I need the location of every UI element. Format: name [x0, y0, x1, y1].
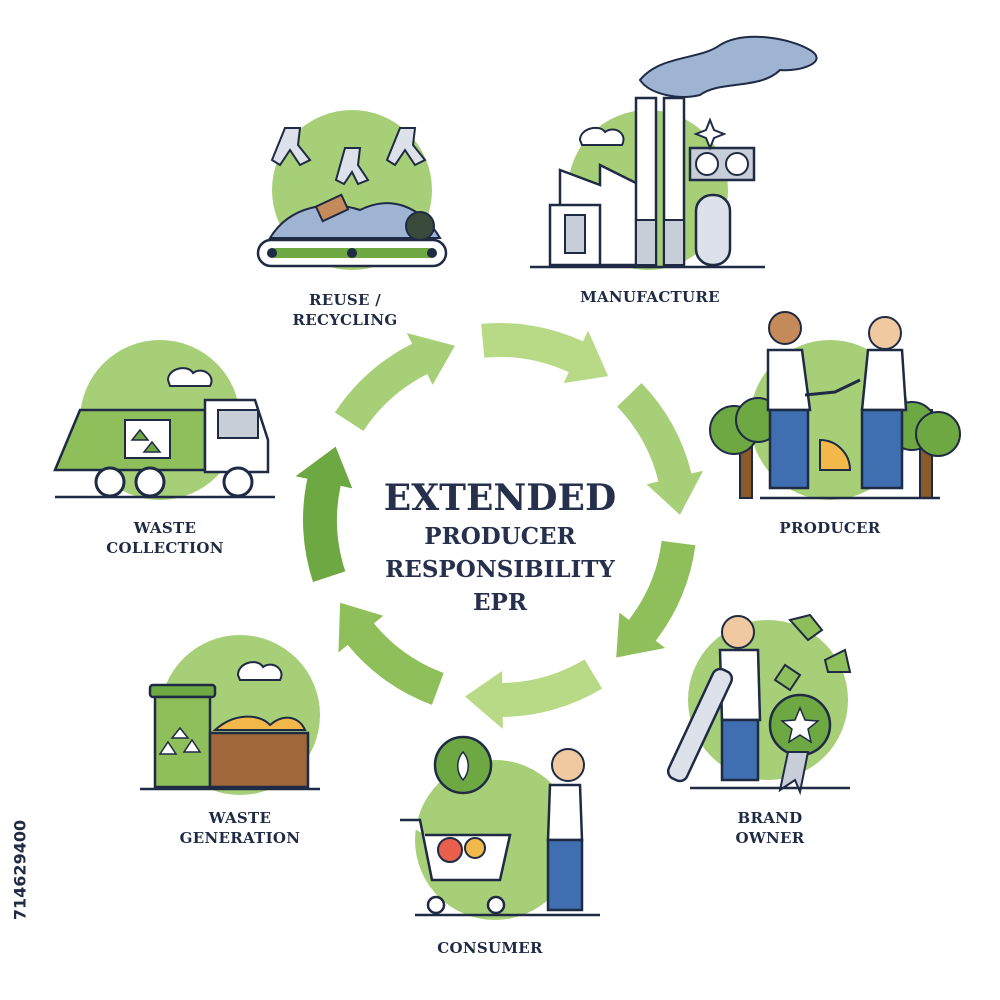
cycle-arrow — [295, 446, 353, 583]
cycle-arrow — [464, 659, 603, 729]
label-producer: PRODUCER — [740, 518, 920, 538]
label-reuse-recycling: REUSE / RECYCLING — [255, 290, 435, 330]
label-reuse-recycling-line1: REUSE / — [308, 291, 382, 309]
title-line-responsibility: RESPONSIBILITY — [385, 556, 615, 583]
label-manufacture: MANUFACTURE — [540, 287, 760, 307]
recycling-conveyor-icon — [256, 110, 448, 270]
cycle-arrow — [617, 382, 704, 515]
cycle-arrow — [338, 602, 444, 705]
cycle-arrows — [295, 323, 704, 729]
label-consumer-line1: CONSUMER — [437, 939, 543, 957]
factory-icon — [530, 35, 818, 270]
label-waste-generation-line2: GENERATION — [179, 829, 301, 847]
label-producer-line1: PRODUCER — [779, 519, 881, 537]
trash-bin-icon — [140, 635, 320, 795]
label-waste-collection-line1: WASTE — [133, 519, 197, 537]
title-line-extended: EXTENDED — [383, 477, 617, 519]
label-consumer: CONSUMER — [400, 938, 580, 958]
label-brand-owner-line2: OWNER — [735, 829, 805, 847]
label-waste-collection: WASTE COLLECTION — [65, 518, 265, 558]
stock-id-text: 714629400 — [11, 820, 30, 920]
cycle-arrow — [334, 332, 455, 432]
diagram-title: EXTENDED PRODUCER RESPONSIBILITY EPR — [330, 476, 670, 619]
cycle-arrow — [481, 323, 609, 384]
cycle-arrow — [616, 540, 696, 658]
shopping-cart-icon — [400, 735, 600, 920]
title-line-producer: PRODUCER — [424, 523, 576, 550]
label-reuse-recycling-line2: RECYCLING — [292, 311, 398, 329]
brand-owner-icon — [666, 613, 852, 796]
label-manufacture-line1: MANUFACTURE — [580, 288, 720, 306]
label-brand-owner-line1: BRAND — [737, 809, 803, 827]
label-waste-collection-line2: COLLECTION — [106, 539, 224, 557]
title-line-epr: EPR — [473, 589, 527, 616]
label-waste-generation-line1: WASTE — [208, 809, 272, 827]
handshake-icon — [709, 311, 961, 500]
label-waste-generation: WASTE GENERATION — [140, 808, 340, 848]
stock-id-watermark: 714629400 — [11, 820, 30, 920]
label-brand-owner: BRAND OWNER — [680, 808, 860, 848]
garbage-truck-icon — [53, 340, 275, 500]
